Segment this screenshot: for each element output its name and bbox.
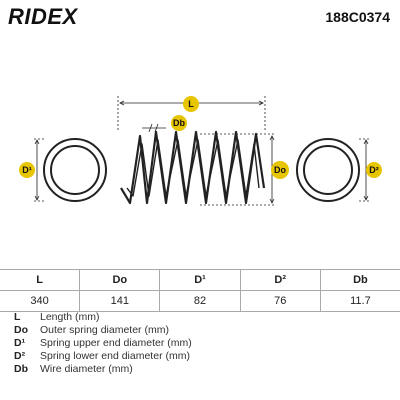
upper-end-coil bbox=[43, 138, 107, 202]
svg-text:Do: Do bbox=[274, 165, 286, 175]
svg-text:D¹: D¹ bbox=[22, 165, 32, 175]
legend-abbr: D¹ bbox=[14, 337, 26, 349]
lower-end-coil bbox=[296, 138, 360, 202]
legend-item: D² Spring lower end diameter (mm) bbox=[14, 350, 192, 363]
badge-upper-end: D¹ bbox=[19, 162, 35, 178]
legend-abbr: Db bbox=[14, 363, 28, 375]
spec-table: L Do D¹ D² Db 340 141 82 76 11.7 bbox=[0, 269, 400, 312]
legend-item: Db Wire diameter (mm) bbox=[14, 363, 192, 376]
value-wire-diameter: 11.7 bbox=[319, 291, 400, 311]
value-outer-diameter: 141 bbox=[79, 291, 159, 311]
spec-table-header: L Do D¹ D² Db bbox=[0, 269, 400, 291]
header-lower-end-diameter: D² bbox=[239, 270, 320, 290]
spec-table-values: 340 141 82 76 11.7 bbox=[0, 291, 400, 312]
legend: L Length (mm) Do Outer spring diameter (… bbox=[14, 311, 192, 376]
header-outer-diameter: Do bbox=[79, 270, 159, 290]
legend-item: Do Outer spring diameter (mm) bbox=[14, 324, 192, 337]
legend-desc: Spring upper end diameter (mm) bbox=[40, 337, 192, 349]
svg-text:L: L bbox=[188, 99, 194, 109]
svg-text:Db: Db bbox=[173, 118, 185, 128]
value-length: 340 bbox=[30, 295, 49, 307]
badge-wire: Db bbox=[171, 115, 187, 131]
badge-length: L bbox=[183, 96, 199, 112]
part-number: 188C0374 bbox=[325, 9, 390, 25]
value-lower-end-diameter: 76 bbox=[239, 291, 320, 311]
legend-abbr: L bbox=[14, 311, 21, 323]
value-upper-end-diameter: 82 bbox=[159, 291, 239, 311]
legend-desc: Wire diameter (mm) bbox=[40, 363, 133, 375]
legend-desc: Spring lower end diameter (mm) bbox=[40, 350, 190, 362]
header: RIDEX 188C0374 bbox=[0, 0, 400, 32]
legend-desc: Outer spring diameter (mm) bbox=[40, 324, 169, 336]
legend-desc: Length (mm) bbox=[40, 311, 100, 323]
legend-item: L Length (mm) bbox=[14, 311, 192, 324]
legend-abbr: Do bbox=[14, 324, 28, 336]
badge-lower-end: D² bbox=[366, 162, 382, 178]
upper-end-dimension bbox=[34, 138, 44, 202]
header-length: L bbox=[36, 274, 43, 286]
wire-diameter-dimension bbox=[142, 123, 166, 133]
header-upper-end-diameter: D¹ bbox=[159, 270, 239, 290]
legend-item: D¹ Spring upper end diameter (mm) bbox=[14, 337, 192, 350]
spring-diagram: L Db Do D¹ D² bbox=[19, 96, 382, 206]
header-wire-diameter: Db bbox=[319, 270, 400, 290]
legend-abbr: D² bbox=[14, 350, 26, 362]
badge-outer: Do bbox=[271, 161, 289, 179]
brand-logo: RIDEX bbox=[8, 4, 78, 29]
spring-body bbox=[120, 130, 266, 205]
svg-text:D²: D² bbox=[369, 165, 379, 175]
